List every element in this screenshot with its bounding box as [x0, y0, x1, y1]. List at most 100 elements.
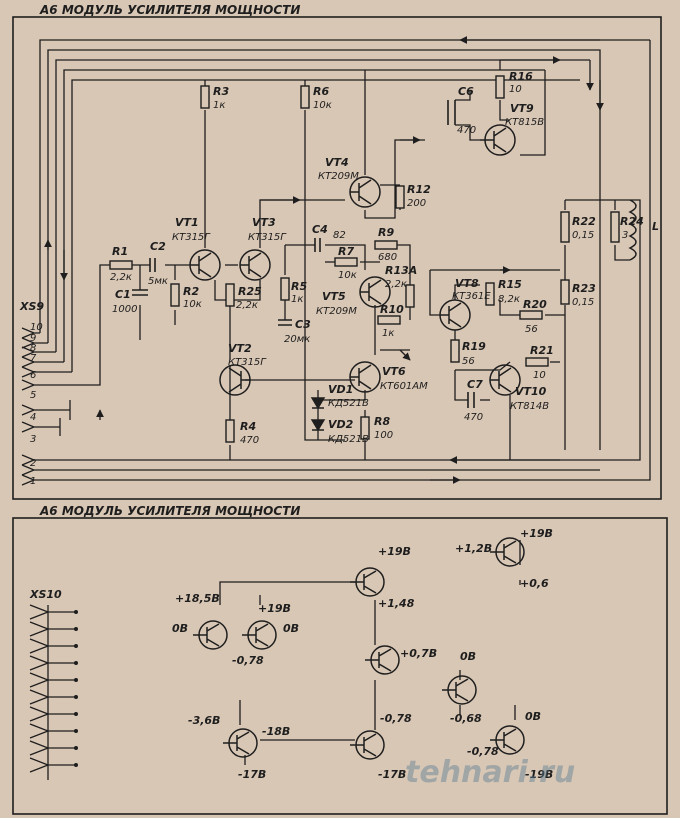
vd1-label: VD1 [328, 383, 353, 396]
transistors [189, 124, 521, 396]
vt5-label: VT5 [322, 290, 346, 303]
r7-label: R7 [338, 245, 354, 258]
r25-resistor [225, 283, 235, 307]
r3-resistor [200, 85, 210, 109]
r21-label: R21 [530, 344, 554, 357]
vd2-type: КД521В [328, 434, 369, 445]
r24-value: 3 [622, 230, 628, 241]
r8-resistor [360, 416, 370, 440]
panel-title: А6 МОДУЛЬ УСИЛИТЕЛЯ МОЩНОСТИ [39, 3, 300, 17]
c6-label: C6 [458, 85, 474, 98]
vt8-transistor [439, 299, 471, 331]
r21-resistor [525, 357, 549, 367]
vd1-type: КД521В [328, 398, 369, 409]
r19-resistor [450, 339, 460, 363]
pin-2: 2 [30, 458, 36, 469]
vt6-type: КТ601АМ [380, 381, 428, 392]
r10-resistor [377, 315, 401, 325]
vm-transistor-7 [490, 537, 525, 567]
voltage-label: -17В [378, 768, 406, 781]
r23-label: R23 [572, 282, 596, 295]
vt5-type: КТ209М [316, 306, 357, 317]
voltage-label: -17В [238, 768, 266, 781]
voltage-map-transistors [193, 537, 525, 760]
r7-resistor [334, 257, 358, 267]
voltage-label: -19В [525, 768, 553, 781]
c7-capacitor [467, 392, 475, 408]
voltage-label: -0,78 [232, 654, 264, 667]
voltage-label: +19В [258, 602, 291, 615]
capacitors [132, 100, 475, 408]
r24-label: R24 [620, 215, 644, 228]
r21-value: 10 [533, 370, 546, 381]
vm-transistor-8 [442, 675, 477, 705]
r5-resistor [280, 277, 290, 301]
voltage-label: -18В [262, 725, 290, 738]
r10-value: 1к [382, 328, 394, 339]
vt2-transistor [219, 364, 251, 396]
voltage-label: +0,6 [520, 577, 549, 590]
r9-label: R9 [378, 226, 394, 239]
pin-7: 7 [30, 353, 37, 364]
voltage-label: -0,78 [380, 712, 412, 725]
c3-capacitor [278, 319, 292, 326]
r1-value: 2,2к [110, 272, 132, 283]
vt2-type: КТ315Г [228, 357, 267, 368]
c3-value: 20мк [284, 334, 310, 345]
voltage-label: +18,5В [175, 592, 220, 605]
vm-transistor-5 [350, 730, 385, 760]
voltage-map-frame [12, 517, 668, 815]
r3-label: R3 [213, 85, 229, 98]
xs10-label: XS10 [29, 588, 62, 601]
voltage-map-wiring [219, 540, 521, 765]
r6-value: 10к [313, 100, 332, 111]
vt3-type: КТ315Г [248, 232, 287, 243]
r19-label: R19 [462, 340, 486, 353]
watermark-text: tehnari.ru [405, 755, 575, 790]
circuit-panel [12, 16, 662, 500]
r3-value: 1к [213, 100, 225, 111]
inductor-label: L [652, 220, 659, 233]
r25-label: R25 [238, 285, 262, 298]
voltage-label: 0В [172, 622, 188, 635]
r22-resistor [560, 211, 570, 243]
vt1-label: VT1 [175, 216, 199, 229]
xs10-connector: XS10 [29, 588, 78, 780]
c6-capacitor [447, 100, 456, 125]
r22-label: R22 [572, 215, 596, 228]
vm-transistor-2 [242, 620, 277, 650]
voltage-label: -3,6В [188, 714, 220, 727]
vd2-label: VD2 [328, 418, 354, 431]
r16-label: R16 [509, 70, 533, 83]
vd1-diode [310, 397, 326, 410]
vt5-transistor [359, 276, 391, 308]
c3-label: C3 [295, 318, 311, 331]
r8-value: 100 [374, 430, 393, 441]
vt4-transistor [349, 176, 381, 208]
r19-value: 56 [462, 356, 475, 367]
inductor-l [628, 199, 637, 261]
pin-1: 1 [30, 476, 36, 487]
voltage-label: +1,48 [378, 597, 415, 610]
pin-3: 3 [30, 434, 36, 445]
vt3-label: VT3 [252, 216, 276, 229]
pin-4: 4 [30, 412, 36, 423]
r13-resistor [405, 284, 415, 308]
voltage-label: +0,7В [400, 647, 437, 660]
c7-label: C7 [467, 378, 483, 391]
r8-label: R8 [374, 415, 390, 428]
vt8-label: VT8 [455, 277, 479, 290]
voltage-label: 0В [460, 650, 476, 663]
panel-frame [12, 16, 662, 500]
vt4-type: КТ209М [318, 171, 359, 182]
r7-value: 10к [338, 270, 357, 281]
r20-label: R20 [523, 298, 547, 311]
vm-transistor-3 [350, 567, 385, 597]
r15-value: 8,2к [498, 294, 520, 305]
resistors [109, 75, 620, 443]
diodes [310, 397, 326, 432]
r2-value: 10к [183, 299, 202, 310]
r16-resistor [495, 75, 505, 99]
c4-value: 82 [333, 230, 346, 241]
